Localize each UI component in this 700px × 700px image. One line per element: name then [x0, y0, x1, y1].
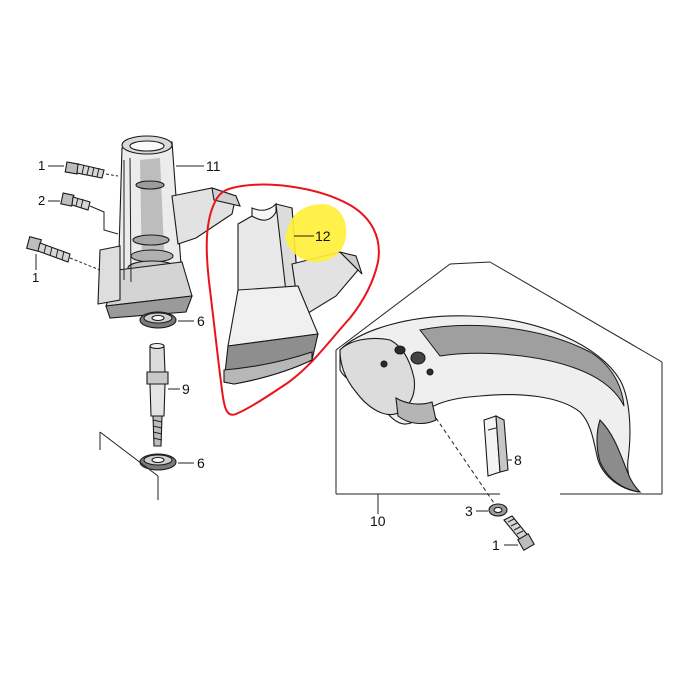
label-12-highlight [285, 204, 347, 262]
label-bolt-left: 1 [32, 270, 39, 285]
label-bolt-mid: 2 [38, 193, 45, 208]
blade-part-8 [483, 415, 509, 477]
label-cover: 12 [315, 228, 331, 244]
shaft-part-9 [146, 342, 169, 447]
label-seal-upper: 6 [197, 313, 205, 329]
guard-part-10 [339, 315, 642, 493]
washer-part-3 [488, 503, 508, 517]
red-outline-marker [205, 183, 380, 416]
label-bolt-top: 1 [38, 158, 45, 173]
bolt-top-part-1 [64, 161, 119, 179]
label-blade: 8 [514, 452, 522, 468]
label-washer: 3 [465, 503, 473, 519]
label-shaft: 9 [182, 381, 190, 397]
cover-part-12 [205, 183, 380, 416]
bolt-mid-part-2 [60, 192, 119, 235]
label-housing: 11 [206, 158, 221, 174]
bolt-bottom-part-1 [503, 515, 535, 551]
label-seal-lower: 6 [197, 455, 205, 471]
guard-bracket-box [335, 261, 663, 510]
label-bolt-bottom: 1 [492, 537, 500, 553]
seal-upper-part-6 [139, 311, 177, 329]
housing-part-11 [97, 135, 241, 319]
seal-lower-part-6 [139, 453, 177, 471]
bolt-left-part-1 [25, 235, 101, 271]
assembly-bracket-left [99, 431, 159, 500]
label-guard: 10 [370, 513, 386, 529]
